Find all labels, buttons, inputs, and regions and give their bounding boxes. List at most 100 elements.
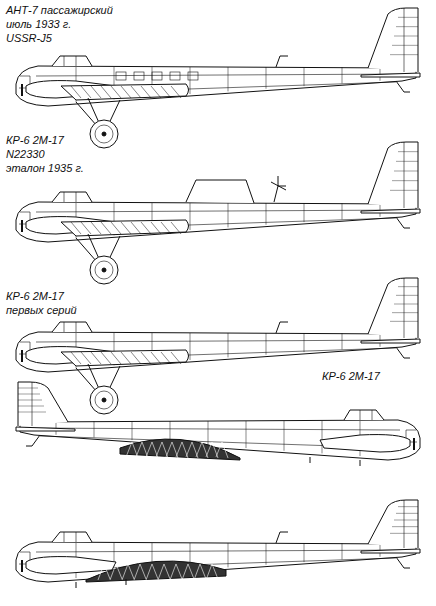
drawing-stroke [95,391,113,409]
drawing-stroke [121,86,131,98]
cockpit [52,56,92,66]
stabilizer [16,427,75,431]
stabilizer [361,549,420,553]
drawing-stroke [228,67,229,91]
tail-fin [368,500,418,548]
drawing-stroke [94,421,95,437]
wheel [90,256,118,284]
drawing-stroke [190,67,191,94]
drawing-stroke [126,442,138,458]
aircraft-caption: июль 1933 г. [4,18,73,31]
drawing-stroke [111,352,121,364]
drawing-stroke [390,190,418,191]
drawing-stroke [404,500,405,548]
fuselage [20,420,420,460]
drawing-stroke [171,86,181,98]
drawing-stroke [392,180,418,181]
drawing-stroke [392,526,418,527]
drawing-stroke [111,86,121,98]
drawing-stroke [21,84,23,96]
stabilizer [361,339,420,343]
fuselage [16,542,416,582]
drawing-stroke [81,222,91,234]
engine-nacelle [320,435,410,452]
drawing-stroke [190,203,191,230]
drawing-stroke [266,203,267,225]
drawing-stroke [91,86,101,98]
drawing-stroke [413,438,415,450]
drawing-stroke [392,45,418,46]
aircraft-caption: КР-6 2М-17 [4,290,66,303]
drawing-stroke [132,421,133,440]
drawing-stroke [101,352,111,364]
drawing-stroke [228,203,229,227]
drawing-stroke [186,442,198,458]
drawing-stroke [182,564,194,580]
window [170,72,180,80]
wheel [90,120,118,148]
drawing-stroke [18,388,38,389]
cockpit [52,192,92,202]
drawing-stroke [95,125,113,143]
drawing-stroke [18,406,44,407]
drawing-stroke [26,435,40,446]
fuselage [16,202,416,242]
drawing-stroke [390,54,418,55]
cockpit [52,532,92,542]
drawing-stroke [190,333,191,360]
drawing-stroke [151,222,161,234]
drawing-stroke [21,560,23,572]
ski [76,579,126,588]
drawing-stroke [390,533,418,534]
wing [61,350,189,366]
aircraft-caption: КР-6 2М-17 [4,134,66,147]
drawing-stroke [151,352,161,364]
drawing-stroke [394,520,418,521]
wing-structure [120,439,240,460]
drawing-stroke [284,421,285,451]
drawing-stroke [156,442,168,458]
drawing-stroke [95,261,113,279]
drawing-stroke [18,412,46,413]
drawing-stroke [394,36,418,37]
drawing-stroke [81,86,91,98]
drawing-stroke [398,506,418,507]
drawing-stroke [396,295,418,296]
drawing-stroke [134,564,146,580]
fuselage [16,332,416,372]
drawing-stroke [396,513,418,514]
drawing-stroke [266,67,267,89]
aircraft-side-view [16,8,420,148]
tail-fin [18,382,68,426]
drawing-stroke [21,350,23,362]
wing [61,84,189,100]
drawing-stroke [71,86,81,98]
drawing-stroke [146,442,158,458]
drawing-stroke [141,86,151,98]
drawing-stroke [110,564,122,580]
drawing-stroke [81,352,91,364]
drawing-stroke [208,421,209,445]
drawing-stroke [322,421,323,453]
stabilizer [361,209,420,213]
drawing-stroke [404,142,405,208]
engine-nacelle [26,557,116,574]
drawing-stroke [102,268,106,272]
drawing-stroke [398,286,418,287]
drawing-stroke [136,442,148,458]
drawing-stroke [64,56,76,66]
drawing-stroke [394,171,418,172]
drawing-stroke [390,321,418,322]
drawing-stroke [342,67,343,83]
aircraft-caption: USSR-J5 [4,32,54,45]
drawing-stroke [206,564,218,580]
drawing-stroke [342,203,343,219]
drawing-stroke [121,222,131,234]
drawing-stroke [141,222,151,234]
cockpit [344,410,384,420]
drawing-stroke [304,543,305,562]
drawing-stroke [396,557,410,568]
drawing-stroke [394,304,418,305]
gun [276,532,288,543]
